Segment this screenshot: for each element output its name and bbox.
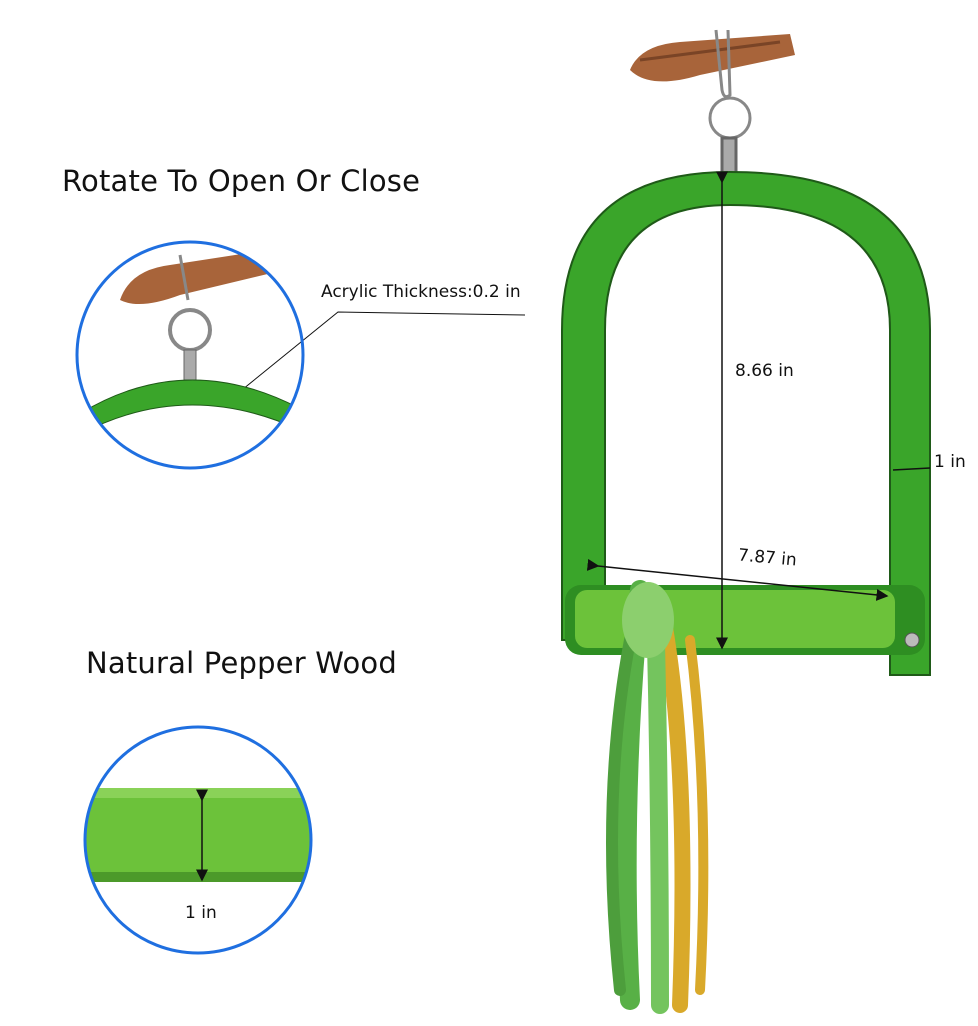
wood-heading: Natural Pepper Wood — [86, 646, 397, 680]
side-dimension-line — [892, 467, 931, 471]
rotate-heading: Rotate To Open Or Close — [62, 164, 421, 198]
side-width-label: 1 in — [934, 452, 966, 472]
width-dimension-line — [586, 558, 889, 601]
detail-circle-border — [75, 240, 305, 470]
perch-detail-inset — [86, 788, 310, 882]
rope-tassel — [606, 580, 709, 1014]
perch-bar — [565, 585, 925, 655]
height-label: 8.66 in — [735, 361, 794, 381]
thickness-callout-line — [231, 311, 526, 399]
detail-circle-border — [83, 725, 313, 955]
perch-diameter-label: 1 in — [185, 903, 217, 923]
hook-detail-inset — [78, 245, 302, 441]
wood-branch-icon — [630, 34, 795, 82]
acrylic-thickness-label: Acrylic Thickness:0.2 in — [321, 282, 521, 302]
